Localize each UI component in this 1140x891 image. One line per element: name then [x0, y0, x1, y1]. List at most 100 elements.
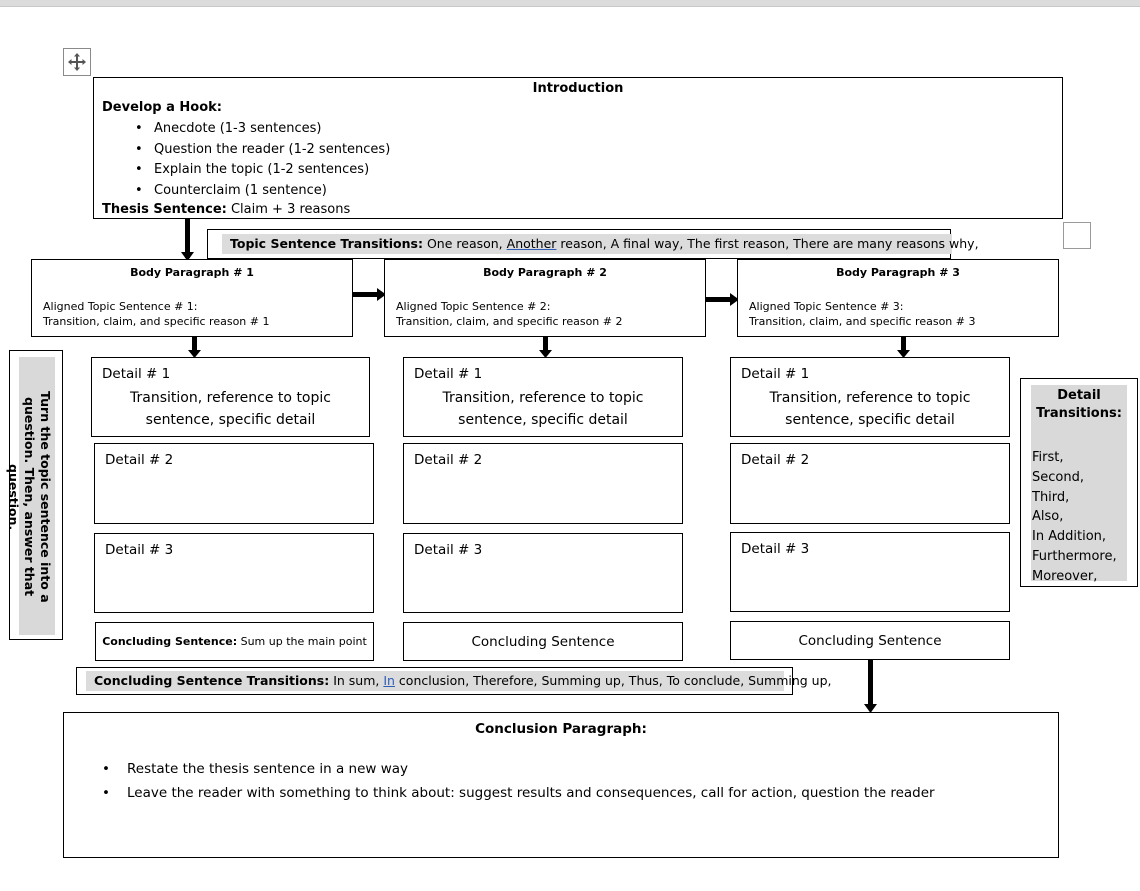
concluding-transitions-bar: Concluding Sentence Transitions: In sum,… — [76, 667, 832, 695]
topic-transitions-label: Topic Sentence Transitions: — [230, 236, 423, 251]
detail-label: Detail # 2 — [105, 452, 174, 468]
introduction-title: Introduction — [532, 81, 624, 96]
connector-bp3-detail — [901, 337, 906, 352]
arrowhead — [181, 252, 194, 261]
topic-transitions-bar: Topic Sentence Transitions: One reason, … — [207, 229, 979, 259]
side-note-box: Turn the topic sentence into a question.… — [6, 350, 63, 640]
detail-instruction-line: Transition, reference to topic — [130, 390, 331, 406]
body-paragraph-title: Body Paragraph # 1 — [130, 266, 254, 279]
detail-transition-item: Moreover, — [1032, 568, 1098, 584]
detail-3-col2: Detail # 3 — [403, 533, 683, 613]
arrowhead — [897, 350, 910, 358]
concluding-transitions-label: Concluding Sentence Transitions: — [94, 673, 330, 688]
concluding-sentence-text: Concluding Sentence: Sum up the main poi… — [102, 635, 367, 648]
side-note-shading: Turn the topic sentence into a question.… — [6, 357, 55, 635]
concluding-sentence-text: Concluding Sentence — [471, 633, 615, 650]
aligned-topic-sentence: Aligned Topic Sentence # 1: — [43, 300, 198, 313]
detail-instruction: Transition, reference to topic sentence, … — [731, 387, 1009, 431]
detail-2-col2: Detail # 2 — [403, 443, 683, 524]
body-paragraph-1: Body Paragraph # 1 Aligned Topic Sentenc… — [31, 259, 353, 337]
introduction-box: Introduction Develop a Hook: Anecdote (1… — [93, 77, 1063, 219]
detail-label: Detail # 1 — [102, 366, 171, 382]
detail-transition-item: In Addition, — [1032, 529, 1107, 545]
detail-2-col1: Detail # 2 — [94, 443, 374, 524]
hook-item: Counterclaim (1 sentence) — [102, 181, 390, 202]
hook-item: Explain the topic (1-2 sentences) — [102, 160, 390, 181]
topic-sentence-instruction: Transition, claim, and specific reason #… — [396, 315, 623, 328]
conclusion-bullets: Restate the thesis sentence in a new way… — [102, 757, 935, 805]
thesis-label: Thesis Sentence: — [102, 202, 227, 217]
detail-2-col3: Detail # 2 — [730, 443, 1010, 524]
detail-instruction: Transition, reference to topic sentence, … — [92, 387, 369, 431]
window-top-bar — [0, 0, 1140, 7]
square-handle-icon[interactable] — [1063, 222, 1091, 249]
conclusion-paragraph-box: Conclusion Paragraph: Restate the thesis… — [63, 712, 1059, 858]
aligned-topic-sentence: Aligned Topic Sentence # 2: — [396, 300, 551, 313]
connector-bp1-bp2 — [352, 292, 378, 297]
detail-label: Detail # 2 — [741, 452, 810, 468]
detail-instruction-line: sentence, specific detail — [458, 412, 628, 428]
arrowhead — [377, 288, 386, 301]
topic-transitions-part: One reason, — [422, 236, 507, 251]
detail-transitions-list: First, Second, Third, Also, In Addition,… — [1032, 448, 1117, 587]
detail-transitions-box: Detail Transitions: First, Second, Third… — [1020, 378, 1138, 587]
detail-3-col1: Detail # 3 — [94, 533, 374, 613]
topic-transitions-text: Topic Sentence Transitions: One reason, … — [222, 234, 979, 254]
arrowhead — [864, 704, 877, 713]
connector-bp1-detail — [192, 337, 197, 352]
aligned-topic-sentence: Aligned Topic Sentence # 3: — [749, 300, 904, 313]
detail-instruction-line: sentence, specific detail — [145, 412, 316, 428]
detail-transition-item: Third, — [1032, 489, 1070, 505]
concluding-sentence-col2: Concluding Sentence — [403, 622, 683, 661]
conclusion-bullet: Leave the reader with something to think… — [102, 781, 935, 805]
detail-transitions-title: Detail Transitions: — [1036, 388, 1122, 421]
connector-conclusion — [868, 660, 873, 706]
side-note-text: Turn the topic sentence into a question.… — [6, 391, 53, 603]
body-paragraph-title: Body Paragraph # 3 — [836, 266, 960, 279]
arrowhead — [188, 350, 201, 358]
thesis-sentence: Thesis Sentence: Claim + 3 reasons — [102, 202, 350, 217]
detail-transition-item: Furthermore, — [1032, 548, 1117, 564]
body-paragraph-title: Body Paragraph # 2 — [483, 266, 607, 279]
detail-1-col1: Detail # 1 Transition, reference to topi… — [91, 357, 370, 437]
detail-1-col3: Detail # 1 Transition, reference to topi… — [730, 357, 1010, 437]
detail-label: Detail # 1 — [741, 366, 810, 382]
conclusion-paragraph-title: Conclusion Paragraph: — [475, 721, 647, 737]
topic-transitions-underlined: Another — [506, 236, 557, 251]
arrowhead — [539, 350, 552, 358]
detail-label: Detail # 1 — [414, 366, 483, 382]
concluding-transitions-text: Concluding Sentence Transitions: In sum,… — [86, 671, 832, 691]
concluding-sentence-text: Concluding Sentence — [798, 632, 942, 649]
move-arrows-icon[interactable] — [63, 48, 91, 76]
topic-sentence-instruction: Transition, claim, and specific reason #… — [43, 315, 270, 328]
topic-transitions-part: reason, A final way, The first reason, T… — [556, 236, 979, 251]
concluding-transitions-part: conclusion, Therefore, Summing up, Thus,… — [394, 673, 832, 688]
detail-label: Detail # 3 — [414, 542, 483, 558]
detail-instruction-line: Transition, reference to topic — [769, 390, 971, 406]
body-paragraph-3: Body Paragraph # 3 Aligned Topic Sentenc… — [737, 259, 1059, 337]
detail-transition-item: Second, — [1032, 469, 1084, 485]
detail-label: Detail # 3 — [741, 541, 810, 557]
hook-label: Develop a Hook: — [102, 100, 223, 115]
hook-item: Question the reader (1-2 sentences) — [102, 140, 390, 161]
connector-intro-bp1 — [185, 218, 190, 258]
concluding-transitions-underlined: In — [383, 673, 395, 688]
detail-label: Detail # 3 — [105, 542, 174, 558]
detail-instruction-line: sentence, specific detail — [785, 412, 955, 428]
concluding-transitions-part: In sum, — [329, 673, 384, 688]
concluding-sentence-label: Concluding Sentence: — [102, 635, 238, 648]
hook-item: Anecdote (1-3 sentences) — [102, 119, 390, 140]
detail-label: Detail # 2 — [414, 452, 483, 468]
detail-3-col3: Detail # 3 — [730, 532, 1010, 612]
detail-transition-item: Also, — [1032, 509, 1064, 525]
detail-1-col2: Detail # 1 Transition, reference to topi… — [403, 357, 683, 437]
concluding-sentence-col1: Concluding Sentence: Sum up the main poi… — [95, 622, 374, 661]
hook-list: Anecdote (1-3 sentences) Question the re… — [102, 119, 390, 201]
concluding-sentence-col3: Concluding Sentence — [730, 621, 1010, 660]
connector-bp2-detail — [543, 337, 548, 352]
detail-transition-item: First, — [1032, 450, 1064, 465]
thesis-text: Claim + 3 reasons — [226, 202, 351, 217]
arrowhead — [730, 293, 739, 306]
